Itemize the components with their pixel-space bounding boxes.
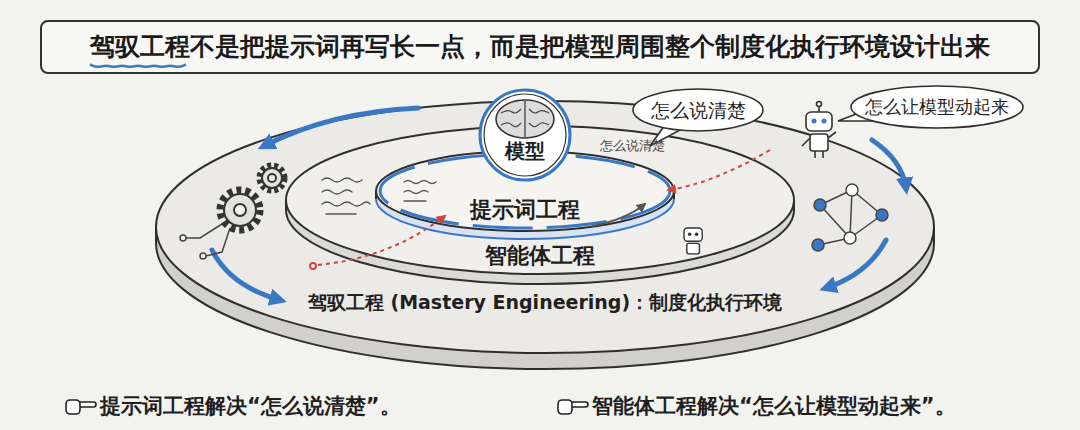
underline-squiggle (90, 65, 186, 67)
model-circle: 模型 (479, 89, 571, 181)
title-frame: 驾驭工程不是把提示词再写长一点，而是把模型周围整个制度化执行环境设计出来 (40, 20, 1040, 74)
brain-icon (501, 109, 521, 113)
network-icon (844, 232, 856, 244)
robot-icon (687, 243, 700, 254)
robot-icon (806, 112, 832, 131)
speech-bubble-outline (851, 86, 1023, 128)
node-label: 模型 (502, 140, 548, 162)
brain-icon (529, 109, 549, 113)
circuit-wire (180, 235, 186, 241)
dashed-arrow (318, 216, 445, 265)
network-icon (846, 184, 858, 196)
note-scribble (322, 190, 352, 194)
network-icon (812, 184, 888, 251)
network-icon (850, 190, 852, 238)
circuit-wire (186, 224, 222, 238)
dashed-arrow (668, 150, 770, 190)
robot-icon (802, 138, 810, 146)
robot-icon (812, 119, 817, 124)
robot-icon (822, 119, 827, 124)
dashed-arrow (310, 263, 316, 269)
middle-disk-outline (286, 126, 794, 274)
handwritten-note: 怎么说清楚 (600, 139, 665, 153)
brain-icon (496, 100, 554, 138)
gear-icon (234, 204, 246, 216)
robot-icon (828, 132, 836, 138)
circuit-wire (206, 228, 230, 256)
model-circle-outline (480, 90, 570, 180)
brain-icon (524, 101, 525, 137)
circuit-wire (180, 224, 230, 259)
node-label: 怎么说清楚 (651, 100, 746, 121)
node-label: 智能体工程 (485, 244, 595, 268)
speech-bubble: 怎么让模型动起来 (850, 85, 1024, 129)
network-icon (812, 239, 824, 251)
brain-icon (496, 100, 554, 138)
gear-icon (259, 165, 285, 191)
gear-icon (259, 165, 285, 191)
pointing-hand-icon (66, 400, 80, 414)
robot-icon (695, 233, 699, 237)
robot-icon (817, 102, 822, 107)
note-scribble (404, 181, 436, 184)
brain-icon (529, 123, 549, 127)
caption-line: 智能体工程解决“怎么让模型动起来”。 (592, 395, 956, 418)
pointing-hand-icon (66, 400, 96, 414)
gear-icon (224, 194, 256, 226)
gear-icon (262, 168, 282, 188)
gear-icon (220, 190, 260, 230)
flow-arrow (264, 108, 418, 146)
title-text: 驾驭工程不是把提示词再写长一点，而是把模型周围整个制度化执行环境设计出来 (90, 22, 990, 72)
model-circle-outline (479, 89, 571, 181)
note-scribble (322, 178, 362, 182)
pointing-hand-icon (558, 400, 572, 414)
robot-icon (822, 151, 824, 158)
model-circle-outline (484, 94, 566, 176)
dashed-arrow (310, 150, 770, 269)
flow-arrow (826, 240, 886, 288)
speech-bubble: 怎么说清楚 (632, 88, 764, 132)
note-scribble (326, 213, 356, 214)
node-label: 驾驭工程 (Mastery Engineering)：制度化执行环境 (308, 292, 782, 313)
speech-bubble-outline (633, 89, 763, 131)
pointing-hand-icon (558, 400, 588, 414)
flow-arrow (872, 140, 906, 188)
note-scribble (322, 202, 370, 206)
network-icon (814, 199, 826, 211)
robot-icon (802, 102, 836, 159)
note-scribble (322, 178, 436, 214)
gear-icon (220, 190, 260, 230)
robot-icon (684, 228, 702, 254)
robot-icon (814, 151, 816, 158)
caption-line: 提示词工程解决“怎么说清楚”。 (100, 395, 401, 418)
note-scribble (404, 200, 426, 201)
robot-icon (688, 233, 692, 237)
brain-icon (501, 123, 521, 127)
flow-arrow (212, 108, 906, 300)
note-scribble (404, 191, 428, 194)
robot-icon (684, 228, 702, 241)
flow-arrow (592, 204, 645, 226)
gear-icon (268, 174, 276, 182)
network-icon (876, 209, 888, 221)
node-label: 提示词工程 (470, 198, 580, 222)
circuit-wire (200, 253, 206, 259)
flow-arrow (212, 250, 280, 300)
inner-disk: 提示词工程模型 (375, 150, 675, 240)
robot-icon (810, 134, 828, 151)
node-label: 怎么让模型动起来 (865, 97, 1009, 117)
